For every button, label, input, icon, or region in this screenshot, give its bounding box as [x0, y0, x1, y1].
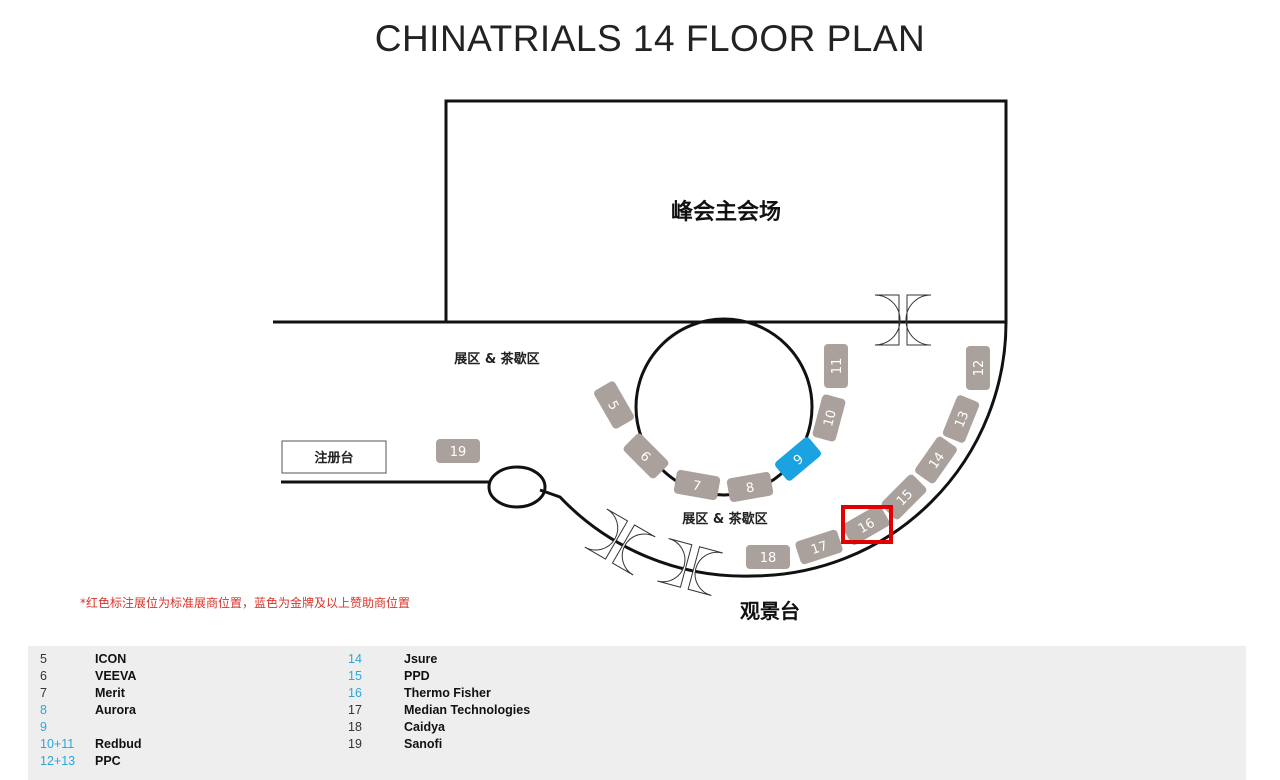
booth-box [775, 437, 821, 481]
legend-booth-number: 7 [40, 686, 47, 700]
legend-booth-number: 15 [348, 669, 362, 683]
outer-curved-wall [539, 321, 1008, 578]
legend-booth-number: 19 [348, 737, 362, 751]
booth-number: 12 [972, 360, 987, 377]
legend-booth-number: 6 [40, 669, 47, 683]
booth-number: 7 [691, 478, 702, 494]
legend-booth-number: 8 [40, 703, 47, 717]
booth-box [824, 344, 848, 388]
booth-5: 5 [594, 381, 634, 429]
booth-number: 8 [745, 480, 756, 496]
booth-9: 9 [775, 437, 821, 481]
legend-booth-number: 9 [40, 720, 47, 734]
booth-11: 11 [824, 344, 848, 388]
main-hall-label: 峰会主会场 [671, 199, 781, 225]
legend-note: *红色标注展位为标准展商位置，蓝色为金牌及以上赞助商位置 [80, 595, 410, 610]
booth-12: 12 [966, 346, 990, 390]
booth-number: 17 [809, 539, 829, 558]
legend-exhibitor-name: PPC [95, 754, 121, 768]
registration-label: 注册台 [314, 450, 353, 466]
booth-box [812, 394, 846, 442]
legend-booth-number: 14 [348, 652, 362, 666]
legend-booth-number: 5 [40, 652, 47, 666]
door-icon [584, 508, 656, 576]
booth-19: 19 [436, 439, 480, 463]
legend-exhibitor-name: PPD [404, 669, 430, 683]
legend-exhibitor-name: Median Technologies [404, 703, 531, 717]
booth-box [746, 545, 790, 569]
booth-box [594, 381, 634, 429]
booth-14: 14 [915, 436, 957, 484]
expo-area-label: 展区 & 茶歇区 [682, 511, 767, 527]
legend-exhibitor-name: VEEVA [95, 669, 137, 683]
booth-number: 18 [760, 551, 777, 566]
legend-booth-number: 18 [348, 720, 362, 734]
booth-number: 11 [830, 358, 845, 375]
booth-number: 16 [856, 516, 878, 537]
booth-box [942, 395, 980, 443]
door-icon [657, 538, 723, 596]
booth-8: 8 [726, 471, 774, 503]
booth-box [673, 469, 721, 501]
central-pillar [634, 317, 814, 497]
booth-box [915, 436, 957, 484]
booth-7: 7 [673, 469, 721, 501]
page-title: CHINATRIALS 14 FLOOR PLAN [374, 18, 926, 59]
legend-exhibitor-name: Merit [95, 686, 125, 700]
pillar-small [487, 465, 547, 509]
legend-exhibitor-name: Thermo Fisher [404, 686, 491, 700]
booth-17: 17 [795, 529, 843, 565]
booth-box [436, 439, 480, 463]
legend-exhibitor-name: Aurora [95, 703, 136, 717]
booth-box [623, 433, 669, 479]
booth-18: 18 [746, 545, 790, 569]
registration-desk [281, 440, 387, 474]
booth-15: 15 [881, 474, 927, 520]
booth-number: 19 [450, 445, 467, 460]
booth-box [726, 471, 774, 503]
expo-area-label: 展区 & 茶歇区 [454, 351, 539, 367]
legend-exhibitor-name: Redbud [95, 737, 142, 751]
door-icon [874, 294, 932, 346]
booth-13: 13 [942, 395, 980, 443]
booth-16: 16 [842, 505, 890, 545]
legend-booth-number: 12+13 [40, 754, 76, 768]
booth-number: 10 [821, 408, 840, 428]
legend-booth-number: 16 [348, 686, 362, 700]
legend-exhibitor-name: Jsure [404, 652, 438, 666]
booth-box [966, 346, 990, 390]
booth-box [795, 529, 843, 565]
legend-exhibitor-name: Sanofi [404, 737, 443, 751]
legend-exhibitor-name: Caidya [404, 720, 445, 734]
highlight-marker [841, 505, 893, 544]
legend-booth-number: 10+11 [40, 737, 75, 751]
legend-exhibitor-name: ICON [95, 652, 127, 666]
booth-box [842, 505, 890, 545]
booth-6: 6 [623, 433, 669, 479]
exhibitor-legend: 5 ICON 6 VEEVA 7 Merit 8 Aurora 9 10+11 Redbud 12+1… [28, 646, 1246, 780]
booth-10: 10 [812, 394, 846, 442]
viewing-deck-label: 观景台 [740, 599, 800, 623]
legend-booth-number: 17 [348, 703, 362, 717]
booth-number: 13 [952, 409, 972, 430]
